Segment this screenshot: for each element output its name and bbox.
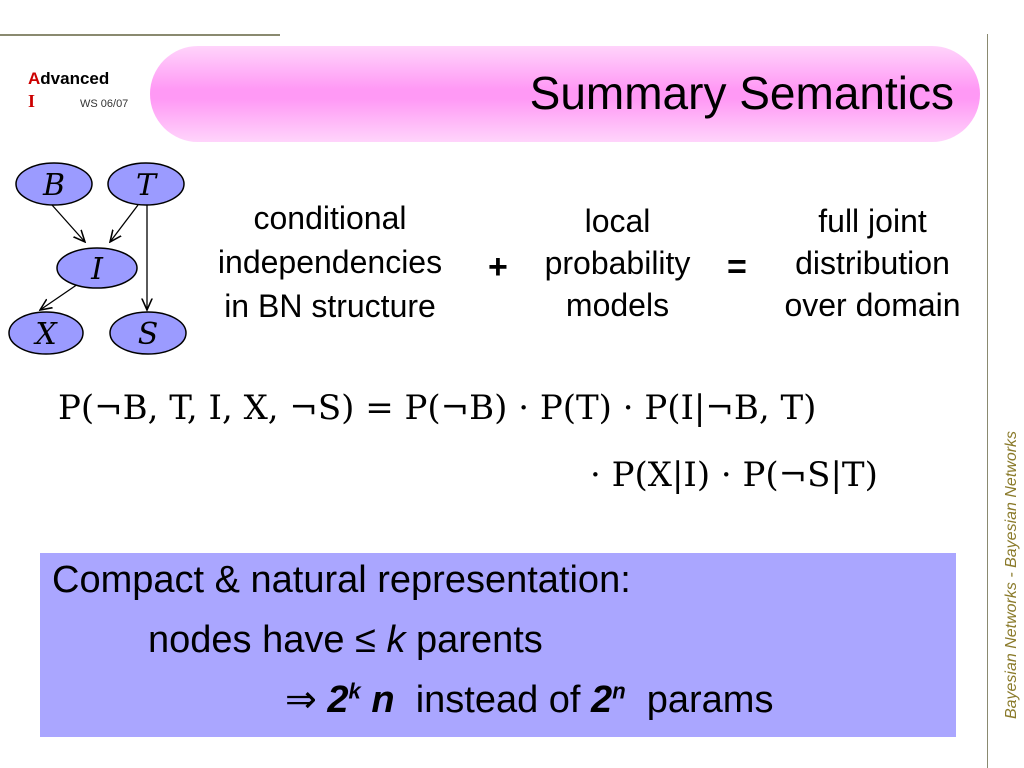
concept-right-line3: over domain (784, 287, 961, 323)
summary-params: params (625, 679, 774, 721)
course-logo: Advanced I (28, 68, 109, 113)
summary-line2-post: parents (405, 619, 543, 661)
concept-left-line2: independencies (217, 244, 443, 280)
concept-left-line1: conditional (253, 200, 407, 236)
summary-2k-base: 2 (327, 679, 349, 721)
summary-line2: nodes have ≤ k parents (148, 619, 543, 662)
concept-local-models: local probability models (515, 200, 720, 326)
plus-sign: + (488, 248, 508, 286)
equals-sign: = (727, 248, 747, 286)
summary-2n-exp: n (612, 678, 626, 704)
logo-line2: I (28, 91, 36, 111)
concept-conditional-independencies: conditional independencies in BN structu… (185, 196, 475, 328)
node-t: T (107, 162, 185, 206)
summary-instead-of: instead of (394, 679, 592, 721)
summary-2n-base: 2 (591, 679, 613, 721)
node-x-label: X (33, 317, 58, 352)
side-label: Bayesian Networks - Bayesian Networks (1003, 430, 1020, 720)
implies-symbol: ⇒ (285, 679, 317, 721)
logo-first-letter: A (28, 69, 41, 88)
concept-left-line3: in BN structure (224, 288, 436, 324)
summary-line2-pre: nodes have (148, 619, 356, 661)
edge-i-x (40, 283, 79, 310)
summary-box: Compact & natural representation: nodes … (40, 553, 956, 737)
formula-line2: · P(X|I) · P(¬S|T) (590, 455, 878, 495)
concept-full-joint: full joint distribution over domain (760, 200, 985, 326)
node-b: B (15, 162, 93, 206)
bayes-net-diagram: B T I X S (8, 162, 187, 355)
edge-b-i (51, 204, 85, 242)
node-b-label: B (42, 168, 65, 203)
summary-line3: ⇒ 2k n instead of 2n params (285, 677, 773, 722)
node-i-label: I (90, 252, 104, 287)
node-t-label: T (136, 168, 158, 203)
course-term: WS 06/07 (80, 98, 129, 110)
concept-middle-line1: local (584, 203, 651, 239)
title-band: Summary Semantics (150, 46, 980, 142)
formula-line1: P(¬B, T, I, X, ¬S) = P(¬B) · P(T) · P(I|… (58, 388, 817, 428)
right-rule (987, 34, 988, 768)
leq-symbol: ≤ (355, 619, 376, 661)
concept-middle-line2: probability (544, 245, 691, 281)
logo-rest: dvanced (40, 69, 110, 88)
concept-right-line2: distribution (795, 245, 950, 281)
summary-2k-exp: k (348, 678, 361, 704)
concept-right-line1: full joint (818, 203, 927, 239)
summary-n: n (360, 679, 395, 721)
node-i: I (56, 247, 138, 289)
node-s: S (109, 311, 187, 355)
summary-k: k (386, 619, 406, 661)
top-rule (0, 34, 280, 36)
concept-middle-line3: models (565, 287, 670, 323)
node-s-label: S (138, 317, 159, 352)
node-x: X (8, 311, 84, 355)
summary-line1: Compact & natural representation: (52, 559, 631, 601)
page-title: Summary Semantics (529, 67, 954, 119)
edge-t-i (110, 204, 139, 242)
